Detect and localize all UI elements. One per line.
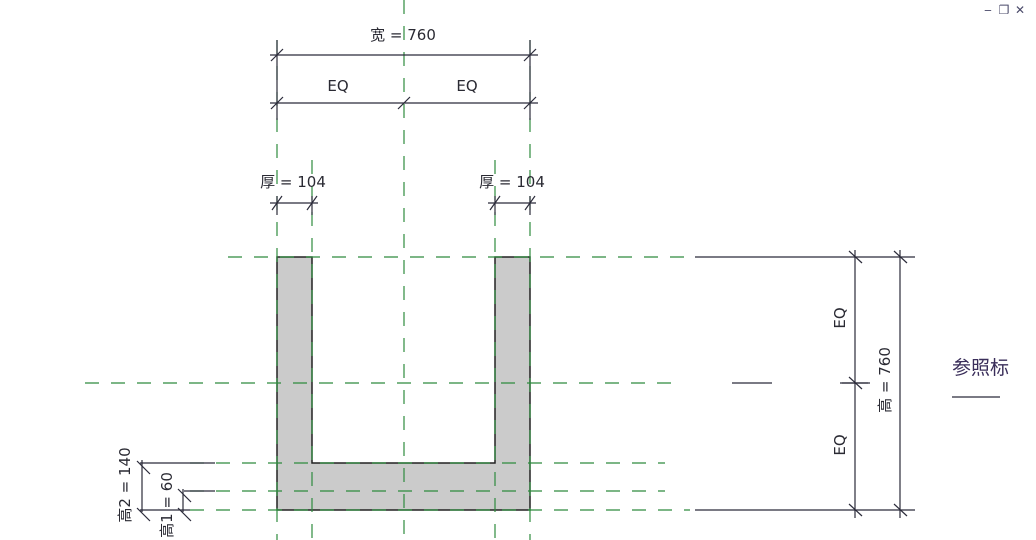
dim-height-total-label[interactable]: 高 = 760	[876, 347, 894, 413]
restore-icon[interactable]: ❐	[998, 3, 1010, 17]
reference-level-label[interactable]: 参照标	[952, 357, 1009, 379]
dim-height1-label[interactable]: 高1 = 60	[158, 472, 176, 538]
dim-height-eq-bottom-label[interactable]: EQ	[831, 434, 849, 455]
dim-width-eq-right-label[interactable]: EQ	[456, 77, 477, 95]
dimension-lines	[136, 40, 908, 522]
dim-width-total-label[interactable]: 宽 = 760	[370, 26, 436, 44]
dim-thickness-right-label[interactable]: 厚 = 104	[479, 173, 545, 191]
reference-planes	[85, 0, 690, 540]
window-controls: ‒ ❐ ✕	[982, 4, 1026, 16]
dim-thickness-left-label[interactable]: 厚 = 104	[260, 173, 326, 191]
dim-width-eq-left-label[interactable]: EQ	[327, 77, 348, 95]
reference-level-line[interactable]	[695, 256, 1000, 511]
close-icon[interactable]: ✕	[1014, 3, 1026, 17]
dim-height-eq-top-label[interactable]: EQ	[831, 307, 849, 328]
dim-height2-label[interactable]: 高2 = 140	[116, 447, 134, 522]
minimize-icon[interactable]: ‒	[984, 3, 992, 17]
